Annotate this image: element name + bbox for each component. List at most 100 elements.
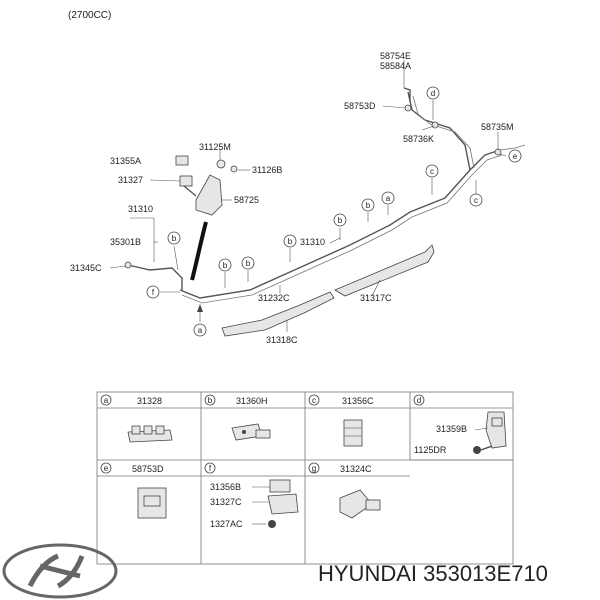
fuel-line-left [127, 264, 183, 290]
part-31126B [230, 165, 238, 173]
label-31232C: 31232C [258, 293, 290, 303]
bubble-c2: c [469, 193, 483, 207]
brand-caption: HYUNDAI 353013E710 [318, 561, 548, 586]
bubble-a-top: a [381, 191, 395, 205]
clip-set-icon [267, 479, 299, 528]
label-58753D: 58753D [344, 101, 376, 111]
bubble-b2: b [333, 213, 347, 227]
bub-lead-b6 [173, 245, 179, 271]
svg-text:d: d [417, 396, 421, 405]
cell-a: a 31328 [100, 394, 173, 443]
svg-text:e: e [513, 152, 518, 161]
lead-31327 [149, 179, 181, 182]
svg-text:b: b [208, 396, 213, 405]
fuel-line-rear-branch [499, 144, 526, 151]
part-31328: 31328 [137, 396, 162, 406]
label-58754E: 58754E [380, 51, 411, 61]
bubble-e: e [508, 149, 522, 163]
label-31126B: 31126B [252, 165, 282, 175]
part-31360H: 31360H [236, 396, 268, 406]
heat-shield-31317C [334, 244, 435, 297]
part-31356C: 31356C [342, 396, 374, 406]
svg-text:g: g [312, 464, 316, 473]
svg-text:b: b [288, 237, 293, 246]
fuel-line-secondary [181, 154, 503, 304]
clamp-icon [231, 423, 271, 441]
bubble-b3: b [283, 234, 297, 248]
clip-icon [127, 425, 173, 443]
clip-31327 [179, 175, 193, 187]
bubble-b1: b [361, 198, 375, 212]
clip-link [183, 185, 197, 197]
label-31327: 31327 [118, 175, 143, 185]
bubble-c1: c [425, 164, 439, 178]
part-1125DR: 1125DR [414, 445, 447, 455]
hyundai-logo [2, 543, 118, 599]
grommet-icon [137, 487, 167, 519]
part-31327C: 31327C [210, 497, 242, 507]
part-31359B: 31359B [436, 424, 467, 434]
svg-text:b: b [338, 216, 343, 225]
label-35301B: 35301B [110, 237, 141, 247]
strap [190, 221, 208, 281]
label-31125M: 31125M [199, 142, 231, 152]
arrow-a [197, 304, 203, 312]
bubble-d-top: d [426, 86, 440, 100]
fuel-line-upper-branch [407, 91, 471, 171]
label-31310-left: 31310 [128, 204, 153, 214]
part-58753D-cell: 58753D [132, 464, 164, 474]
part-1327AC: 1327AC [210, 519, 243, 529]
svg-text:d: d [431, 89, 435, 98]
bubble-f: f [146, 285, 160, 299]
cell-f: f 31356B 31327C 1327AC [204, 462, 299, 529]
cell-c: c 31356C [308, 394, 374, 447]
parts-table [96, 391, 514, 565]
label-31355A: 31355A [110, 156, 141, 166]
bolt-icon [473, 445, 493, 454]
label-58736K: 58736K [403, 134, 434, 144]
part-58753D-top [404, 104, 412, 112]
svg-text:c: c [430, 167, 434, 176]
label-58584A: 58584A [380, 61, 411, 71]
svg-text:b: b [246, 259, 251, 268]
fuel-line-main [179, 149, 501, 299]
bubble-a: a [193, 323, 207, 337]
part-31125M [216, 159, 226, 169]
part-31356B: 31356B [210, 482, 241, 492]
svg-text:f: f [152, 288, 155, 297]
svg-text:f: f [209, 464, 212, 473]
engine-note: (2700CC) [68, 10, 111, 21]
connector-31345C [124, 261, 132, 269]
bubble-b4: b [241, 256, 255, 270]
label-31345C: 31345C [70, 263, 102, 273]
svg-text:e: e [104, 464, 109, 473]
lead-31310 [130, 217, 155, 262]
cell-d: d 31359B 1125DR [413, 394, 507, 455]
bub-lead-e [499, 153, 507, 157]
svg-text:b: b [172, 234, 177, 243]
cell-b: b 31360H [204, 394, 271, 441]
label-31318C: 31318C [266, 335, 298, 345]
label-58725: 58725 [234, 195, 259, 205]
bracket-58725 [195, 174, 223, 216]
svg-text:b: b [366, 201, 371, 210]
label-31317C: 31317C [360, 293, 392, 303]
label-31310-mid: 31310 [300, 237, 325, 247]
bracket-icon [485, 411, 507, 449]
sensor-58754E [403, 87, 411, 102]
lead-58753D [382, 105, 406, 109]
clip-31355A [175, 155, 189, 166]
svg-text:a: a [104, 396, 109, 405]
svg-text:a: a [198, 326, 203, 335]
bubble-b6: b [167, 231, 181, 245]
lead-31310-mid [329, 237, 341, 244]
lead-58736K [421, 125, 435, 131]
connector-icon [339, 489, 381, 519]
svg-text:c: c [474, 196, 478, 205]
svg-text:c: c [312, 396, 316, 405]
lead-31345C [109, 265, 127, 269]
part-58736K [431, 121, 439, 129]
heat-shield-31318C [221, 291, 335, 337]
